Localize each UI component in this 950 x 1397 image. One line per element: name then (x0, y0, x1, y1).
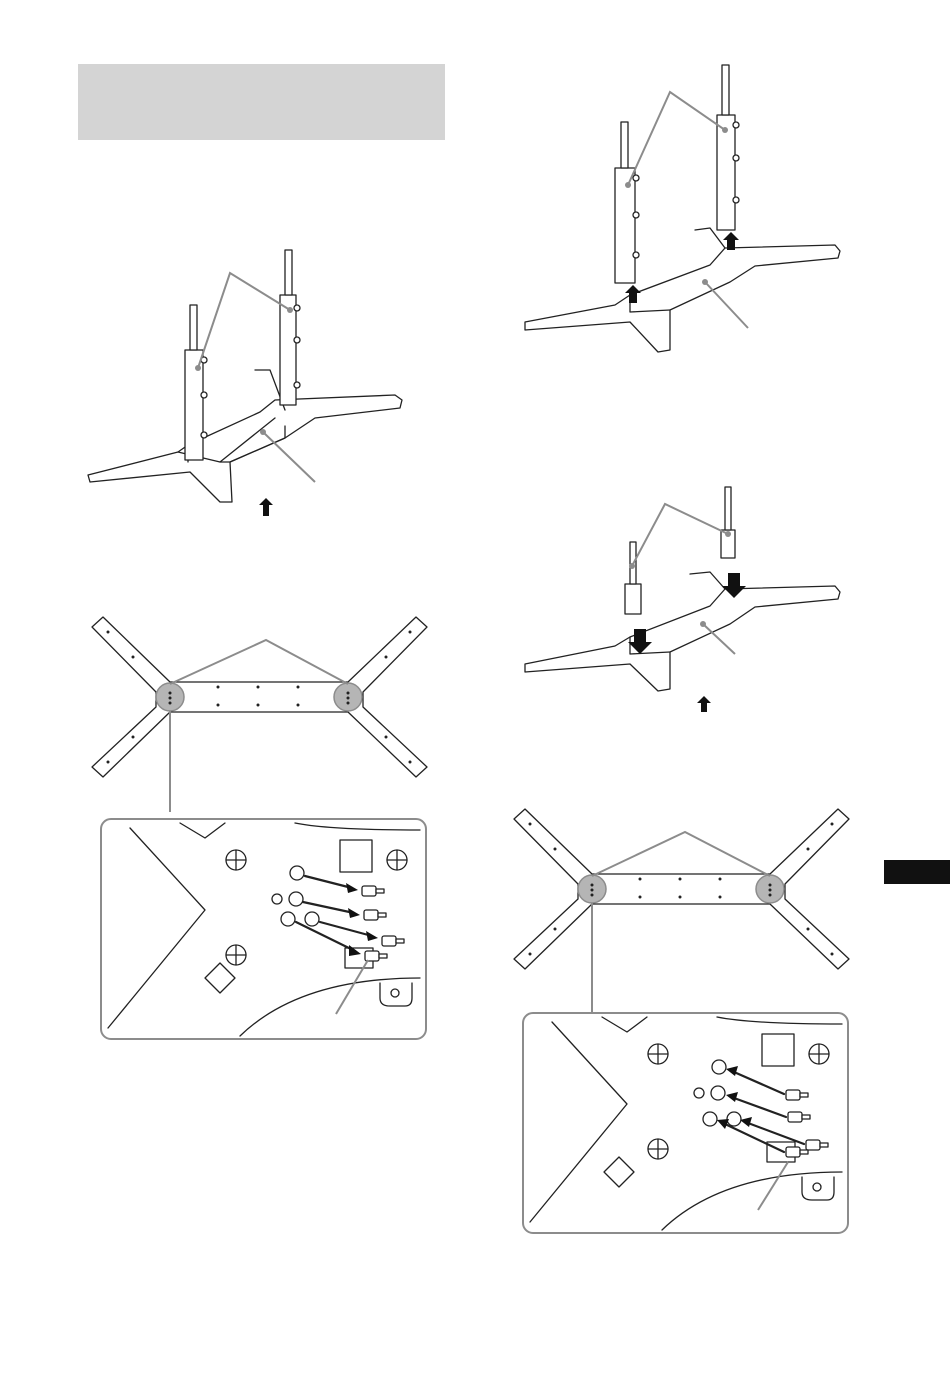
tv-stand-assembled-icon (70, 240, 430, 530)
stand-insert-posts-icon (520, 484, 850, 716)
stand-bottom-view-icon (500, 804, 862, 1004)
stand-bottom-view-icon (78, 612, 440, 812)
screw-detail-icon (522, 1012, 850, 1236)
chapter-tab-marker (884, 860, 950, 884)
section-header-bar (78, 64, 445, 140)
stand-remove-posts-icon (520, 60, 850, 360)
screw-detail-icon (100, 818, 428, 1042)
